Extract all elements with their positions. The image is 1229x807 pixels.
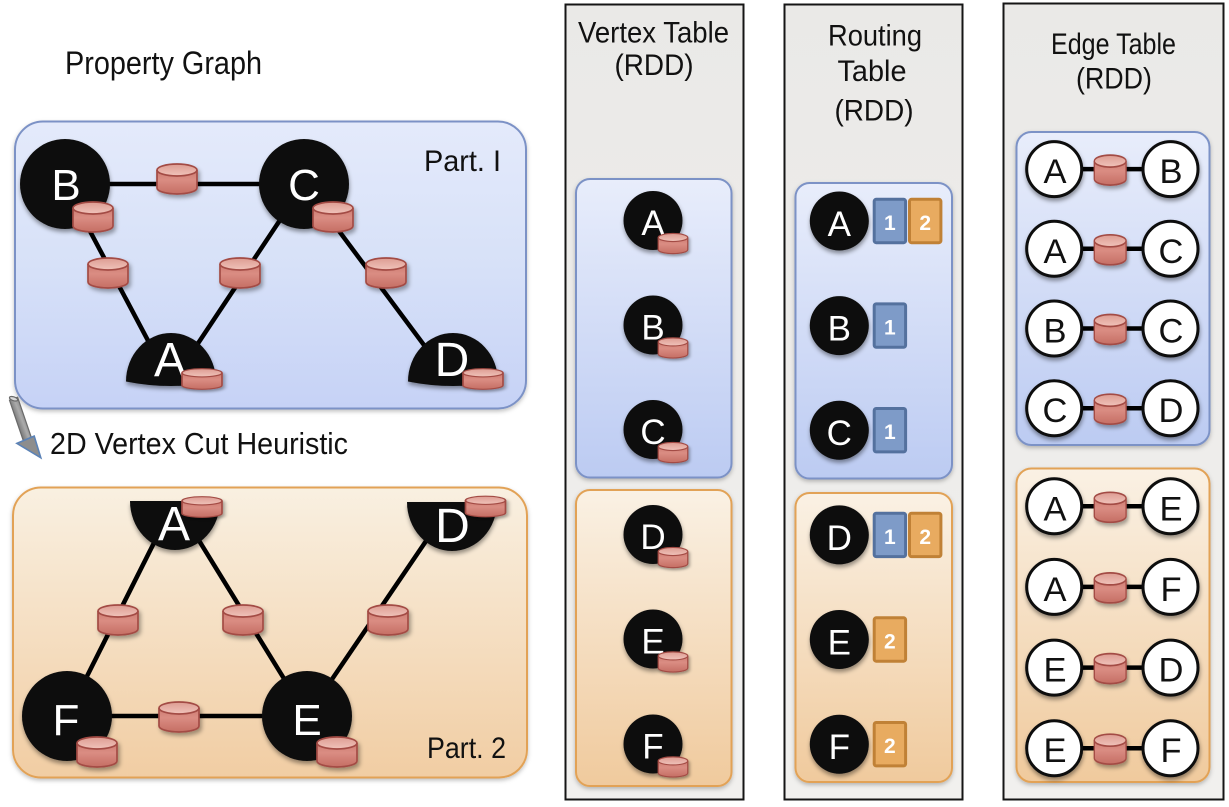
- svg-text:Part. I: Part. I: [424, 145, 501, 178]
- svg-text:(RDD): (RDD): [1076, 63, 1152, 96]
- svg-text:E: E: [1159, 490, 1182, 528]
- svg-text:C: C: [827, 414, 852, 453]
- svg-text:F: F: [642, 728, 663, 767]
- svg-text:E: E: [828, 624, 851, 663]
- svg-text:A: A: [1043, 490, 1066, 528]
- svg-text:C: C: [1159, 313, 1184, 351]
- svg-text:2: 2: [884, 631, 896, 654]
- svg-text:Routing: Routing: [828, 20, 922, 53]
- svg-text:1: 1: [884, 317, 896, 340]
- svg-text:E: E: [1043, 732, 1066, 770]
- svg-text:(RDD): (RDD): [615, 49, 694, 82]
- svg-text:C: C: [1043, 392, 1068, 430]
- svg-text:B: B: [1159, 153, 1182, 191]
- svg-text:B: B: [51, 161, 80, 210]
- svg-text:Table: Table: [838, 55, 907, 88]
- svg-text:E: E: [292, 696, 321, 745]
- svg-text:(RDD): (RDD): [835, 95, 914, 128]
- svg-text:2: 2: [884, 735, 896, 758]
- svg-text:2D Vertex Cut Heuristic: 2D Vertex Cut Heuristic: [50, 426, 348, 461]
- svg-text:C: C: [1159, 233, 1184, 271]
- svg-text:F: F: [1160, 571, 1181, 609]
- svg-text:D: D: [1159, 392, 1184, 430]
- svg-text:B: B: [1043, 313, 1066, 351]
- svg-text:1: 1: [884, 526, 896, 549]
- svg-text:Property Graph: Property Graph: [65, 45, 262, 81]
- svg-text:A: A: [154, 334, 186, 387]
- svg-text:B: B: [828, 310, 851, 349]
- svg-text:A: A: [1043, 153, 1066, 191]
- svg-text:2: 2: [919, 212, 931, 235]
- svg-text:D: D: [435, 500, 470, 553]
- svg-text:Vertex Table: Vertex Table: [578, 17, 729, 50]
- svg-text:E: E: [1043, 652, 1066, 690]
- svg-text:1: 1: [884, 421, 896, 444]
- svg-text:F: F: [53, 696, 80, 745]
- svg-text:F: F: [829, 728, 850, 767]
- svg-text:Edge Table: Edge Table: [1051, 28, 1176, 61]
- svg-text:A: A: [1043, 571, 1066, 609]
- svg-text:F: F: [1160, 732, 1181, 770]
- svg-text:E: E: [641, 623, 664, 662]
- svg-text:Part. 2: Part. 2: [427, 732, 506, 765]
- svg-text:A: A: [1043, 233, 1066, 271]
- svg-text:A: A: [828, 205, 852, 244]
- svg-text:C: C: [288, 161, 320, 210]
- svg-text:D: D: [1159, 652, 1184, 690]
- svg-text:B: B: [641, 309, 664, 348]
- svg-text:D: D: [827, 519, 852, 558]
- svg-text:1: 1: [884, 212, 896, 235]
- svg-text:2: 2: [919, 526, 931, 549]
